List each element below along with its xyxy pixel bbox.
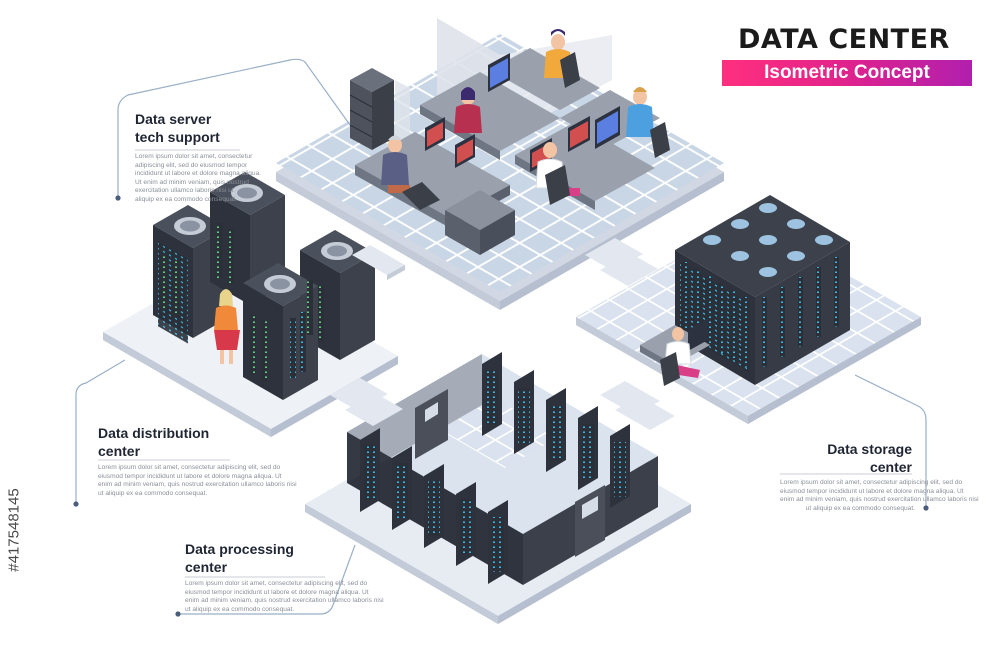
desc-line: eiusmod tempor incididunt ut labore et d…: [98, 472, 282, 480]
label-tech-support: Data server tech support: [135, 110, 220, 146]
subtitle-banner: Isometric Concept: [722, 60, 972, 86]
label-line: Data server: [135, 111, 212, 127]
stock-id-watermark: #417548145: [5, 488, 23, 572]
label-line: Data distribution: [98, 425, 210, 441]
walkway-steps: [330, 238, 675, 430]
desc-line: eiusmod tempor incididunt ut labore et d…: [780, 487, 964, 495]
storage-rack-leds: [682, 257, 839, 367]
label-line: tech support: [135, 129, 220, 145]
desc-line: enim ad minim veniam, quis nostrud exerc…: [185, 597, 384, 604]
desc-line: exercitation ullamco laboris nisi ut: [135, 187, 234, 194]
file-cabinet: [349, 68, 394, 150]
desc-line: aliquip ex ea commodo consequat.: [135, 195, 237, 203]
processing-racks: [360, 352, 630, 584]
desc-line: ut aliquip ex ea commodo consequat.: [185, 605, 295, 613]
connector-dots: [73, 195, 929, 617]
desc-line: ut aliquip ex ea commodo consequat.: [805, 504, 915, 512]
desc-line: enim ad minim veniam, quis nostrud exerc…: [780, 496, 979, 503]
label-processing: Data processing center: [185, 540, 294, 576]
label-underlines: [98, 149, 912, 578]
label-distribution: Data distribution center: [98, 424, 209, 460]
distribution-room: [103, 172, 398, 437]
desc-line: Ut enim ad minim veniam, quis nostrud: [135, 178, 249, 186]
storage-rack-fans: [703, 203, 833, 277]
label-storage: Data storage center: [820, 440, 912, 476]
desc-line: Lorem ipsum dolor sit amet, consectetur …: [185, 580, 368, 587]
desc-line: Lorem ipsum dolor sit amet, consectetur: [135, 153, 253, 160]
office-workers: [381, 29, 654, 196]
label-line: Data processing: [185, 541, 294, 557]
label-line: center: [869, 459, 912, 475]
label-line: center: [185, 559, 228, 575]
desc-distribution: Lorem ipsum dolor sit amet, consectetur …: [98, 464, 297, 498]
desc-tech-support: Lorem ipsum dolor sit amet, consectetur …: [135, 153, 262, 204]
connector-lines: [75, 58, 927, 615]
desc-line: Lorem ipsum dolor sit amet, consectetur …: [780, 479, 963, 486]
server-led-strips: [160, 223, 324, 381]
page-subtitle: Isometric Concept: [764, 62, 930, 83]
door-icon: [415, 389, 448, 459]
monitors: [425, 53, 620, 172]
desc-line: eiusmod tempor incididunt ut labore et d…: [185, 588, 369, 596]
technician-woman: [214, 289, 240, 364]
label-line: Data storage: [827, 441, 912, 457]
storage-operator: [640, 319, 710, 386]
office-chairs: [402, 52, 670, 210]
server-tower-3: [300, 230, 375, 360]
desc-processing: Lorem ipsum dolor sit amet, consectetur …: [185, 580, 384, 614]
desc-storage: Lorem ipsum dolor sit amet, consectetur …: [780, 479, 979, 513]
page-title: DATA CENTER: [738, 24, 950, 55]
desc-line: adipiscing elit, sed do eiusmod tempor: [135, 161, 248, 169]
desc-line: Lorem ipsum dolor sit amet, consectetur …: [98, 464, 281, 471]
door-icon: [575, 485, 605, 557]
processing-room: [305, 352, 691, 624]
storage-room: [576, 195, 921, 424]
desc-line: enim ad minim veniam, quis nostrud exerc…: [98, 481, 297, 488]
desc-line: ut aliquip ex ea commodo consequat.: [98, 489, 208, 497]
label-line: center: [98, 443, 141, 459]
desc-line: incididunt ut labore et dolore magna ali…: [135, 170, 262, 177]
